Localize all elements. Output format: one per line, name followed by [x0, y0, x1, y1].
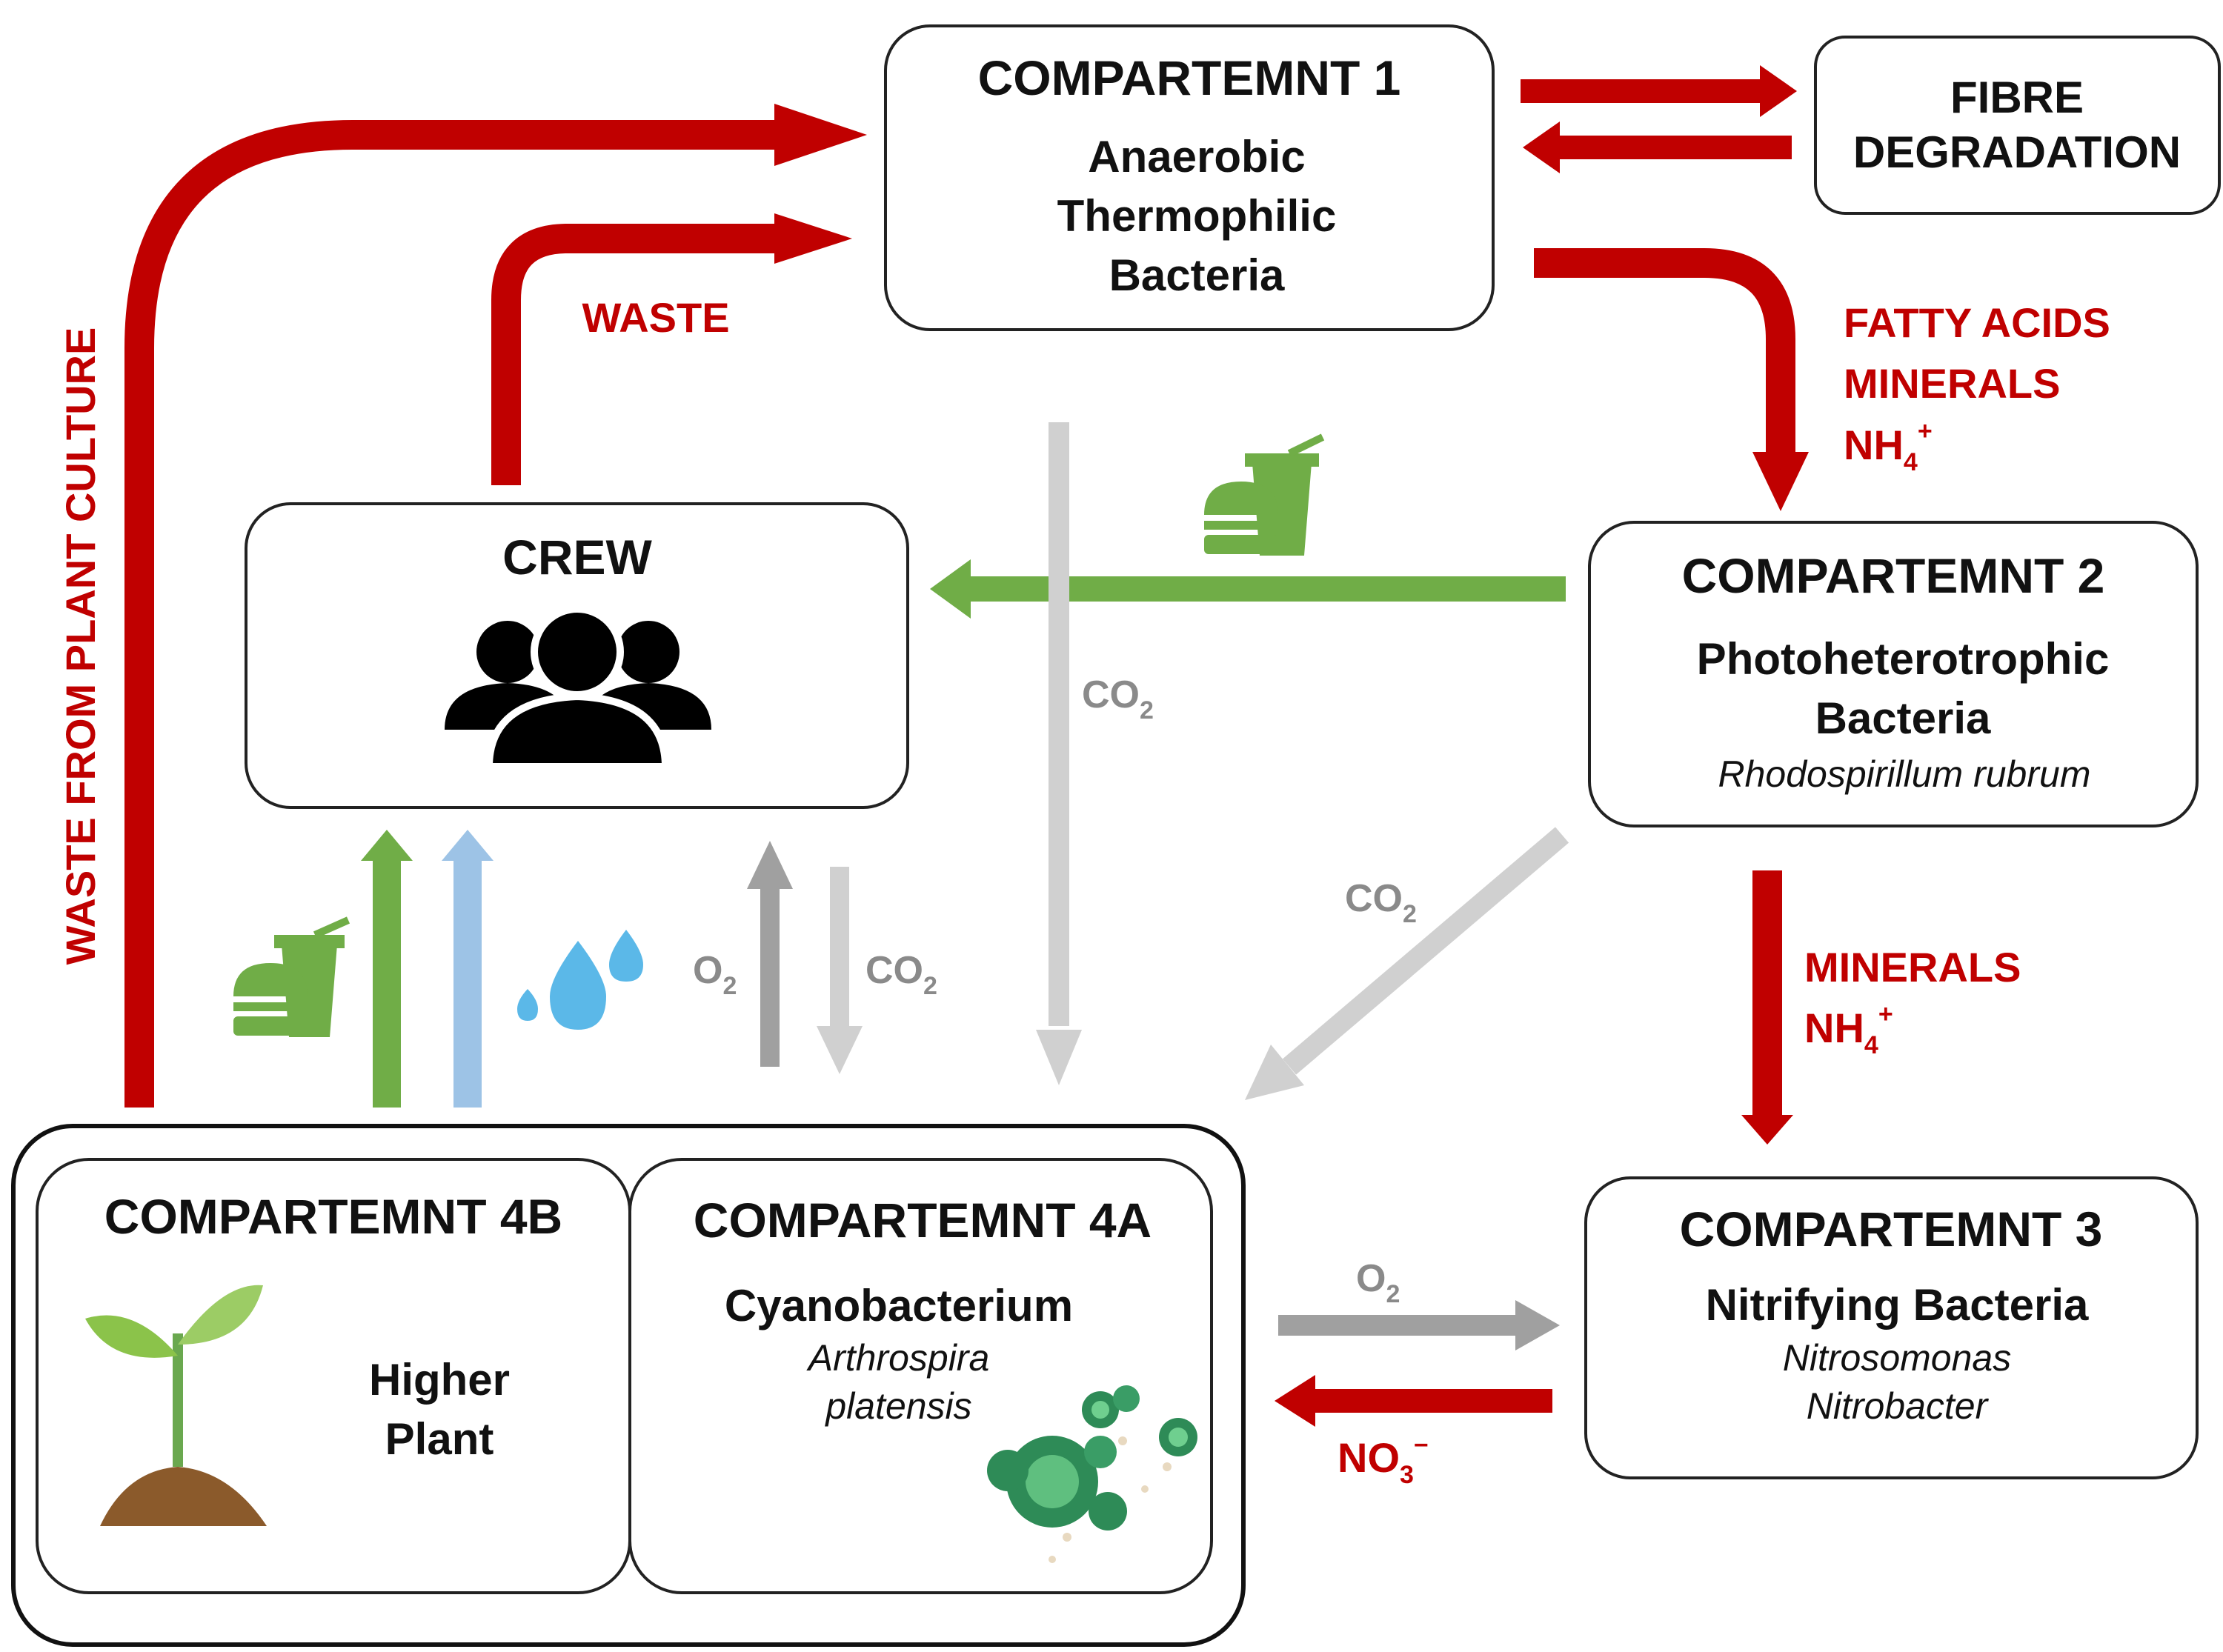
- o2-label-c4a: O2: [1356, 1257, 1400, 1308]
- compartment2-line1: Photoheterotrophic: [1697, 634, 2110, 684]
- fatty-acids-label: FATTY ACIDS: [1844, 299, 2110, 346]
- food-drink-icon: [1204, 433, 1325, 556]
- compartment3-species1: Nitrosomonas: [1783, 1337, 2011, 1379]
- c2-to-c3-arrowhead: [1741, 1115, 1793, 1145]
- compartment4a-line1: Cyanobacterium: [725, 1281, 1073, 1330]
- c1-co2-down-arrow: [1049, 422, 1069, 1026]
- c3-to-c4a-arrow: [1310, 1389, 1552, 1413]
- compartment4a-species2: platensis: [824, 1385, 971, 1427]
- waste-plant-arrow: [124, 120, 785, 1108]
- crew-title: CREW: [502, 530, 652, 584]
- compartment1-box: [884, 24, 1495, 331]
- c1-to-fibre-arrow: [1521, 79, 1769, 103]
- fibre-degradation-box: [1814, 36, 2221, 215]
- crew-waste-arrowhead: [774, 213, 852, 264]
- c2-co2-diag-arrow: [1282, 827, 1569, 1075]
- compartment1-line3: Bacteria: [1109, 250, 1285, 300]
- minerals-label-c2: MINERALS: [1804, 944, 2021, 990]
- compartment1-title: COMPARTEMNT 1: [978, 50, 1401, 105]
- no3-label: NO3−: [1338, 1431, 1429, 1489]
- compartment2-box: [1588, 521, 2199, 827]
- c2-to-c3-arrow: [1752, 870, 1782, 1126]
- water-up-arrow: [453, 859, 482, 1108]
- c1-to-c2-arrowhead: [1752, 452, 1809, 511]
- c3-to-c4a-arrowhead: [1275, 1375, 1315, 1427]
- fibre-to-c1-arrowhead: [1523, 121, 1560, 173]
- compartment3-line1: Nitrifying Bacteria: [1706, 1280, 2089, 1330]
- compartment2-species: Rhodospirillum rubrum: [1718, 753, 2091, 795]
- cyanobacteria-cells-icon: [987, 1385, 1197, 1563]
- c1-co2-down-arrowhead: [1036, 1030, 1082, 1085]
- waste-plant-label: WASTE FROM PLANT CULTURE: [57, 327, 104, 965]
- plant-food-up-arrowhead: [361, 830, 413, 861]
- crew-waste-arrow: [491, 224, 785, 485]
- compartment3-box: [1584, 1176, 2199, 1479]
- c2-co2-diag-arrowhead: [1245, 1045, 1304, 1100]
- o2-up-arrowhead: [747, 841, 793, 889]
- group-people-icon: [445, 605, 711, 770]
- fibre-line2: DEGRADATION: [1853, 127, 2181, 177]
- fibre-line1: FIBRE: [1950, 73, 2084, 122]
- compartment4b-title: COMPARTEMNT 4B: [104, 1189, 562, 1244]
- waste-plant-arrowhead: [774, 104, 867, 166]
- c4a-o2-to-c3-arrow: [1278, 1315, 1526, 1336]
- crew-co2-down-arrow: [830, 867, 849, 1030]
- fibre-to-c1-arrow: [1560, 136, 1792, 159]
- c1-to-c2-arrow: [1534, 248, 1795, 463]
- water-up-arrowhead: [442, 830, 494, 861]
- compartment1-line2: Thermophilic: [1057, 191, 1337, 241]
- food-to-crew-arrowhead: [930, 559, 971, 619]
- crew-co2-down-arrowhead: [817, 1026, 863, 1074]
- compartment1-line1: Anaerobic: [1088, 132, 1305, 181]
- minerals-label-c1: MINERALS: [1844, 360, 2060, 407]
- o2-up-arrow: [760, 885, 780, 1067]
- waste-label: WASTE: [582, 294, 729, 341]
- compartment4b-line2: Plant: [385, 1414, 494, 1464]
- c4a-o2-to-c3-arrowhead: [1515, 1300, 1560, 1350]
- co2-label-c1: CO2: [1082, 673, 1154, 725]
- nh4-label-c1: NH4+: [1844, 417, 1933, 476]
- compartment3-title: COMPARTEMNT 3: [1680, 1202, 2103, 1256]
- food-drink-icon: [233, 916, 350, 1037]
- compartment4b-line1: Higher: [369, 1355, 510, 1405]
- compartment2-title: COMPARTEMNT 2: [1682, 548, 2105, 603]
- co2-label-c2: CO2: [1345, 877, 1417, 928]
- plant-food-up-arrow: [373, 859, 401, 1108]
- seedling-icon: [85, 1285, 267, 1526]
- co2-label-crew: CO2: [865, 949, 937, 1000]
- o2-label-crew: O2: [693, 949, 737, 1000]
- compartment4a-title: COMPARTEMNT 4A: [694, 1193, 1152, 1248]
- c1-to-fibre-arrowhead: [1760, 65, 1797, 117]
- compartment4a-species1: Arthrospira: [806, 1337, 990, 1379]
- nh4-label-c2: NH4+: [1804, 1000, 1893, 1059]
- water-drops-icon: [517, 930, 643, 1030]
- compartment3-species2: Nitrobacter: [1807, 1385, 1990, 1427]
- compartment2-line2: Bacteria: [1815, 693, 1991, 743]
